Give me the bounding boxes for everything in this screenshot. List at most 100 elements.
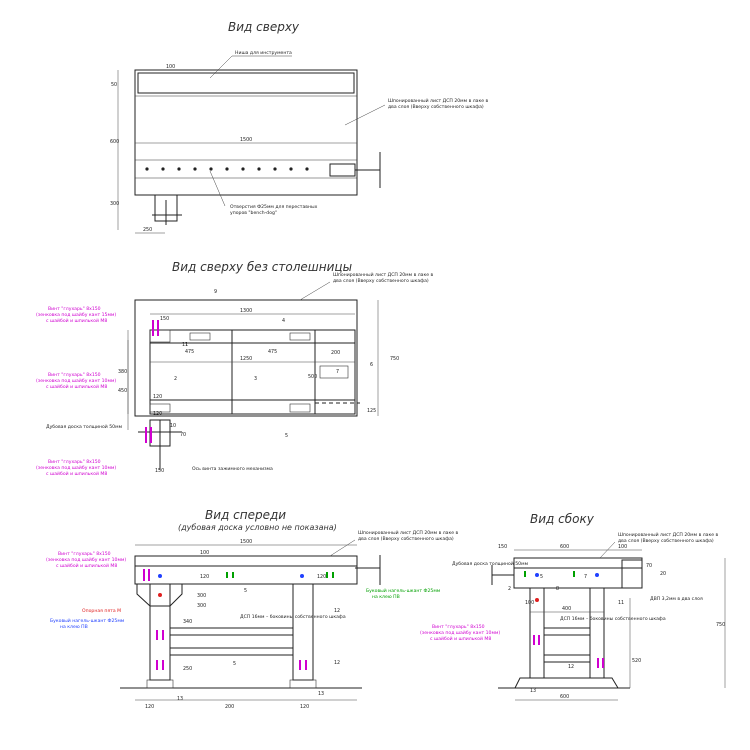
plan-note-screw2-3: с шайбой и шпилькой М8 — [46, 383, 107, 390]
screw-mark — [305, 660, 307, 670]
plan-block — [149, 403, 171, 413]
plan-note-screw1-2: (зенковка под шайбу кант 15мм) — [36, 311, 116, 318]
plan-inner-frame — [149, 329, 356, 415]
green-dowel — [326, 572, 328, 578]
benchdog-hole — [257, 167, 261, 171]
plan-screw-marks — [145, 320, 159, 443]
side-base — [514, 677, 619, 689]
plan-note-screw1-1: Винт "глухарь" 8х150 — [48, 306, 101, 312]
plan-callout-11: 11 — [182, 342, 188, 348]
green-dowel — [524, 571, 526, 577]
plan-dim-450: 450 — [118, 388, 127, 394]
plan-view: Вид сверху без столешницы 1300 475 475 — [36, 260, 434, 477]
plan-dim-70: 70 — [180, 432, 186, 438]
side-note-screw-2: (зенковка под шайбу кант 10мм) — [420, 629, 500, 636]
front-note-blue-2: на клею ПВ — [60, 624, 88, 630]
front-note-screw-1: Винт "глухарь" 8х150 — [58, 551, 111, 557]
front-dim-1500: 1500 — [240, 539, 252, 545]
plan-note-screw1-3: с шайбой и шпилькой М8 — [46, 317, 107, 324]
plan-note-screw3-3: с шайбой и шпилькой М8 — [46, 470, 107, 477]
benchdog-hole — [273, 167, 277, 171]
side-note-dsp: ДСП 16мм – боковины собственного шкафа — [560, 616, 666, 622]
plan-callout-9: 9 — [214, 289, 217, 295]
plan-dim-1250: 1250 — [240, 356, 252, 362]
front-note-sheet-2: два слоя (Вверху собственного шкафа) — [358, 536, 454, 542]
green-dowel — [573, 571, 575, 577]
plan-callout-10: 10 — [170, 423, 176, 429]
front-note-blue-1: Буковый нагель-шкант Ф25мм — [50, 617, 125, 624]
plan-dim-475b: 475 — [268, 349, 277, 355]
front-view: Вид спереди (дубовая доска условно не по… — [46, 508, 459, 710]
screw-mark — [162, 630, 164, 640]
screw-mark — [157, 320, 159, 336]
plan-callout-1: 1 — [185, 342, 188, 348]
plan-outer-frame — [134, 299, 358, 417]
dowel-mark — [595, 573, 599, 577]
green-dowel — [232, 572, 234, 578]
top-dim-600: 600 — [110, 139, 119, 145]
side-dim-600a: 600 — [560, 544, 569, 550]
side-callout-8: 8 — [556, 586, 559, 592]
screw-mark — [299, 660, 301, 670]
front-note-support: Опорная пята М — [82, 608, 121, 614]
front-dim-340: 340 — [183, 619, 192, 625]
side-leader-sheet — [599, 541, 616, 559]
top-leader-sheet — [344, 104, 386, 126]
side-callout-7: 7 — [584, 574, 587, 580]
front-dim-120c: 120 — [145, 704, 154, 710]
top-leader-niche — [209, 55, 233, 79]
plan-dim-120a: 120 — [153, 394, 162, 400]
green-dowel — [226, 572, 228, 578]
plan-callout-7: 7 — [336, 369, 339, 375]
dowel-mark — [535, 598, 539, 602]
front-foot-right — [289, 679, 317, 689]
top-dim-300: 300 — [110, 201, 119, 207]
dowel-mark — [158, 593, 162, 597]
side-stretcher-lower — [543, 654, 591, 663]
front-dim-120a: 120 — [200, 574, 209, 580]
front-dim-300b: 300 — [197, 603, 206, 609]
plan-leader-sheet — [299, 281, 331, 301]
benchdog-hole — [289, 167, 293, 171]
top-dim-50: 50 — [111, 82, 117, 88]
benchdog-hole — [145, 167, 149, 171]
plan-dim-200: 200 — [331, 350, 340, 356]
side-dim-600b: 600 — [560, 694, 569, 700]
plan-callout-6: 6 — [370, 362, 373, 368]
front-callout-12a: 12 — [334, 660, 340, 666]
side-fastener-marks — [524, 571, 604, 668]
front-gusset — [136, 583, 183, 607]
plan-note-oak: Дубовая доска толщиной 50мм — [46, 423, 123, 430]
benchdog-hole — [241, 167, 245, 171]
top-note-holes-1: Отверстия Ф25мм для переставных — [230, 204, 318, 210]
green-dowel — [332, 572, 334, 578]
top-leader-holes — [209, 170, 226, 207]
front-callout-5b: 5 — [244, 588, 247, 594]
screw-mark — [148, 569, 150, 581]
front-callout-13b: 13 — [318, 691, 324, 697]
top-tabletop-outline — [134, 69, 358, 196]
side-dim-750: 750 — [716, 622, 725, 628]
side-dim-400: 400 — [562, 606, 571, 612]
screw-mark — [162, 660, 164, 670]
side-note-dsp2: ДВП 3,2мм в два слоя — [650, 596, 703, 602]
front-dim-250: 250 — [183, 666, 192, 672]
plan-view-title: Вид сверху без столешницы — [172, 260, 352, 274]
plan-note-screw2-2: (зенковка под шайбу кант 10мм) — [36, 377, 116, 384]
screw-mark — [597, 658, 599, 668]
side-note-screw-1: Винт "глухарь" 8х150 — [432, 624, 485, 630]
plan-block — [289, 403, 311, 413]
front-stretcher-lower — [169, 647, 294, 656]
side-dim-20: 20 — [660, 571, 666, 577]
plan-dim-150a: 150 — [160, 316, 169, 322]
front-note-green-1: Буковый нагель-шкант Ф25мм — [366, 587, 441, 594]
front-apron — [134, 565, 358, 585]
front-tabletop — [134, 555, 358, 567]
side-dim-520: 520 — [632, 658, 641, 664]
plan-dim-500: 500 — [308, 374, 317, 380]
plan-callout-4: 4 — [282, 318, 285, 324]
plan-note-screw3-1: Винт "глухарь" 8х150 — [48, 459, 101, 465]
plan-drawer — [319, 365, 349, 379]
side-note-oak: Дубовая доска толщиной 50мм — [452, 560, 529, 567]
plan-note-sheet-2: два слоя (Вверху собственного шкафа) — [333, 278, 429, 284]
